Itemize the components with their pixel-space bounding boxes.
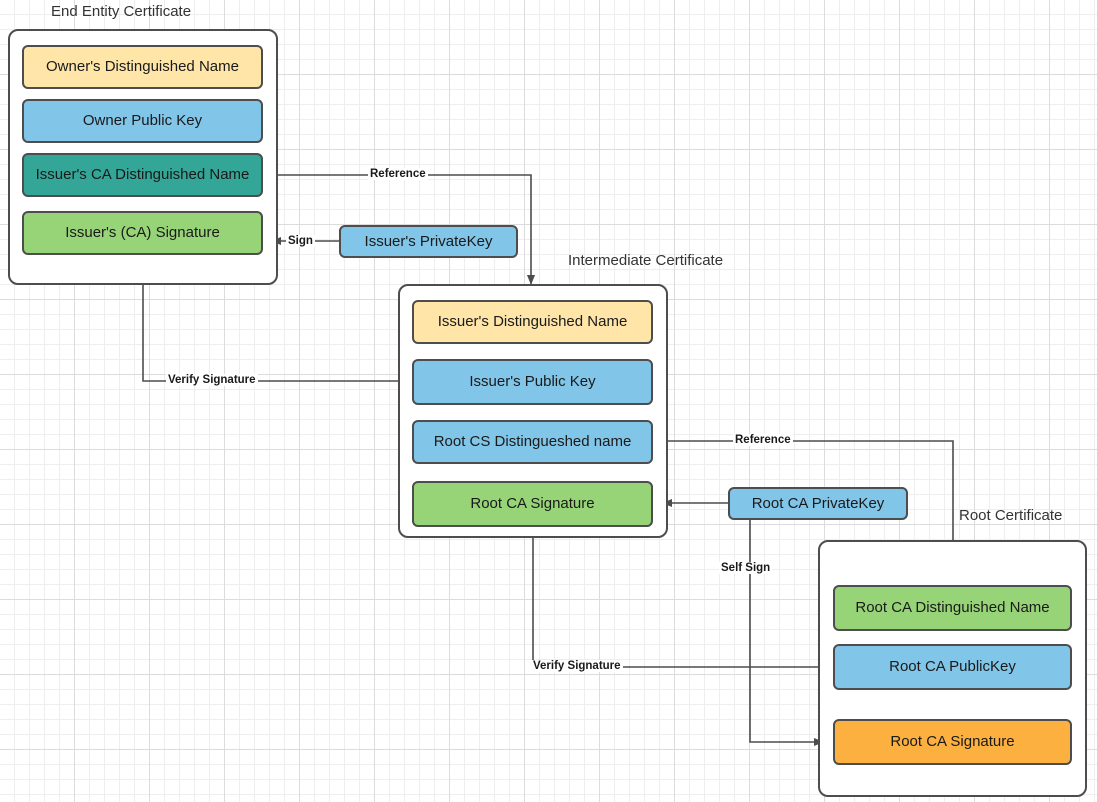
field-label: Root CA Signature xyxy=(890,733,1015,751)
root-ca-private-key-box[interactable]: Root CA PrivateKey xyxy=(728,487,908,520)
root-field-root-ca-distinguished-name[interactable]: Root CA Distinguished Name xyxy=(833,585,1072,631)
root-field-root-ca-signature[interactable]: Root CA Signature xyxy=(833,719,1072,765)
intermediate-field-root-ca-signature[interactable]: Root CA Signature xyxy=(412,481,653,527)
edge-label-sign: Sign xyxy=(286,235,315,247)
label-intermediate-certificate: Intermediate Certificate xyxy=(568,252,724,269)
end-entity-field-issuer-ca-distinguished-name[interactable]: Issuer's CA Distinguished Name xyxy=(22,153,263,197)
edge-verify-signature-bottom xyxy=(529,526,833,668)
field-label: Root CA Signature xyxy=(470,495,595,513)
field-label: Root CS Distingueshed name xyxy=(433,433,632,451)
end-entity-field-issuer-ca-signature[interactable]: Issuer's (CA) Signature xyxy=(22,211,263,255)
issuer-private-key-box[interactable]: Issuer's PrivateKey xyxy=(339,225,518,258)
field-label: Root CA Distinguished Name xyxy=(855,599,1050,617)
edge-label-self-sign: Self Sign xyxy=(719,562,773,574)
field-label: Issuer's Distinguished Name xyxy=(437,313,628,331)
field-label: Issuer's CA Distinguished Name xyxy=(35,166,250,184)
edge-label-verify-signature-bottom: Verify Signature xyxy=(531,660,623,672)
field-label: Issuer's (CA) Signature xyxy=(65,224,220,242)
field-label: Owner Public Key xyxy=(82,112,203,130)
edge-label-verify-signature-top: Verify Signature xyxy=(166,374,258,386)
field-label: Issuer's Public Key xyxy=(469,373,596,391)
edge-label-reference-bottom: Reference xyxy=(733,434,793,446)
label-root-certificate: Root Certificate xyxy=(959,507,1063,524)
end-entity-field-owner-public-key[interactable]: Owner Public Key xyxy=(22,99,263,143)
field-label: Root CA PublicKey xyxy=(889,658,1016,676)
field-label: Owner's Distinguished Name xyxy=(46,58,239,76)
edge-self-sign xyxy=(749,520,824,746)
root-field-root-ca-public-key[interactable]: Root CA PublicKey xyxy=(833,644,1072,690)
edge-label-reference-top: Reference xyxy=(368,168,428,180)
intermediate-field-root-cs-distingueshed-name[interactable]: Root CS Distingueshed name xyxy=(412,420,653,464)
field-label: Root CA PrivateKey xyxy=(751,494,885,512)
field-label: Issuer's PrivateKey xyxy=(364,232,493,250)
end-entity-field-owner-distinguished-name[interactable]: Owner's Distinguished Name xyxy=(22,45,263,89)
label-end-entity-certificate: End Entity Certificate xyxy=(51,3,192,20)
intermediate-field-issuer-distinguished-name[interactable]: Issuer's Distinguished Name xyxy=(412,300,653,344)
intermediate-field-issuer-public-key[interactable]: Issuer's Public Key xyxy=(412,359,653,405)
